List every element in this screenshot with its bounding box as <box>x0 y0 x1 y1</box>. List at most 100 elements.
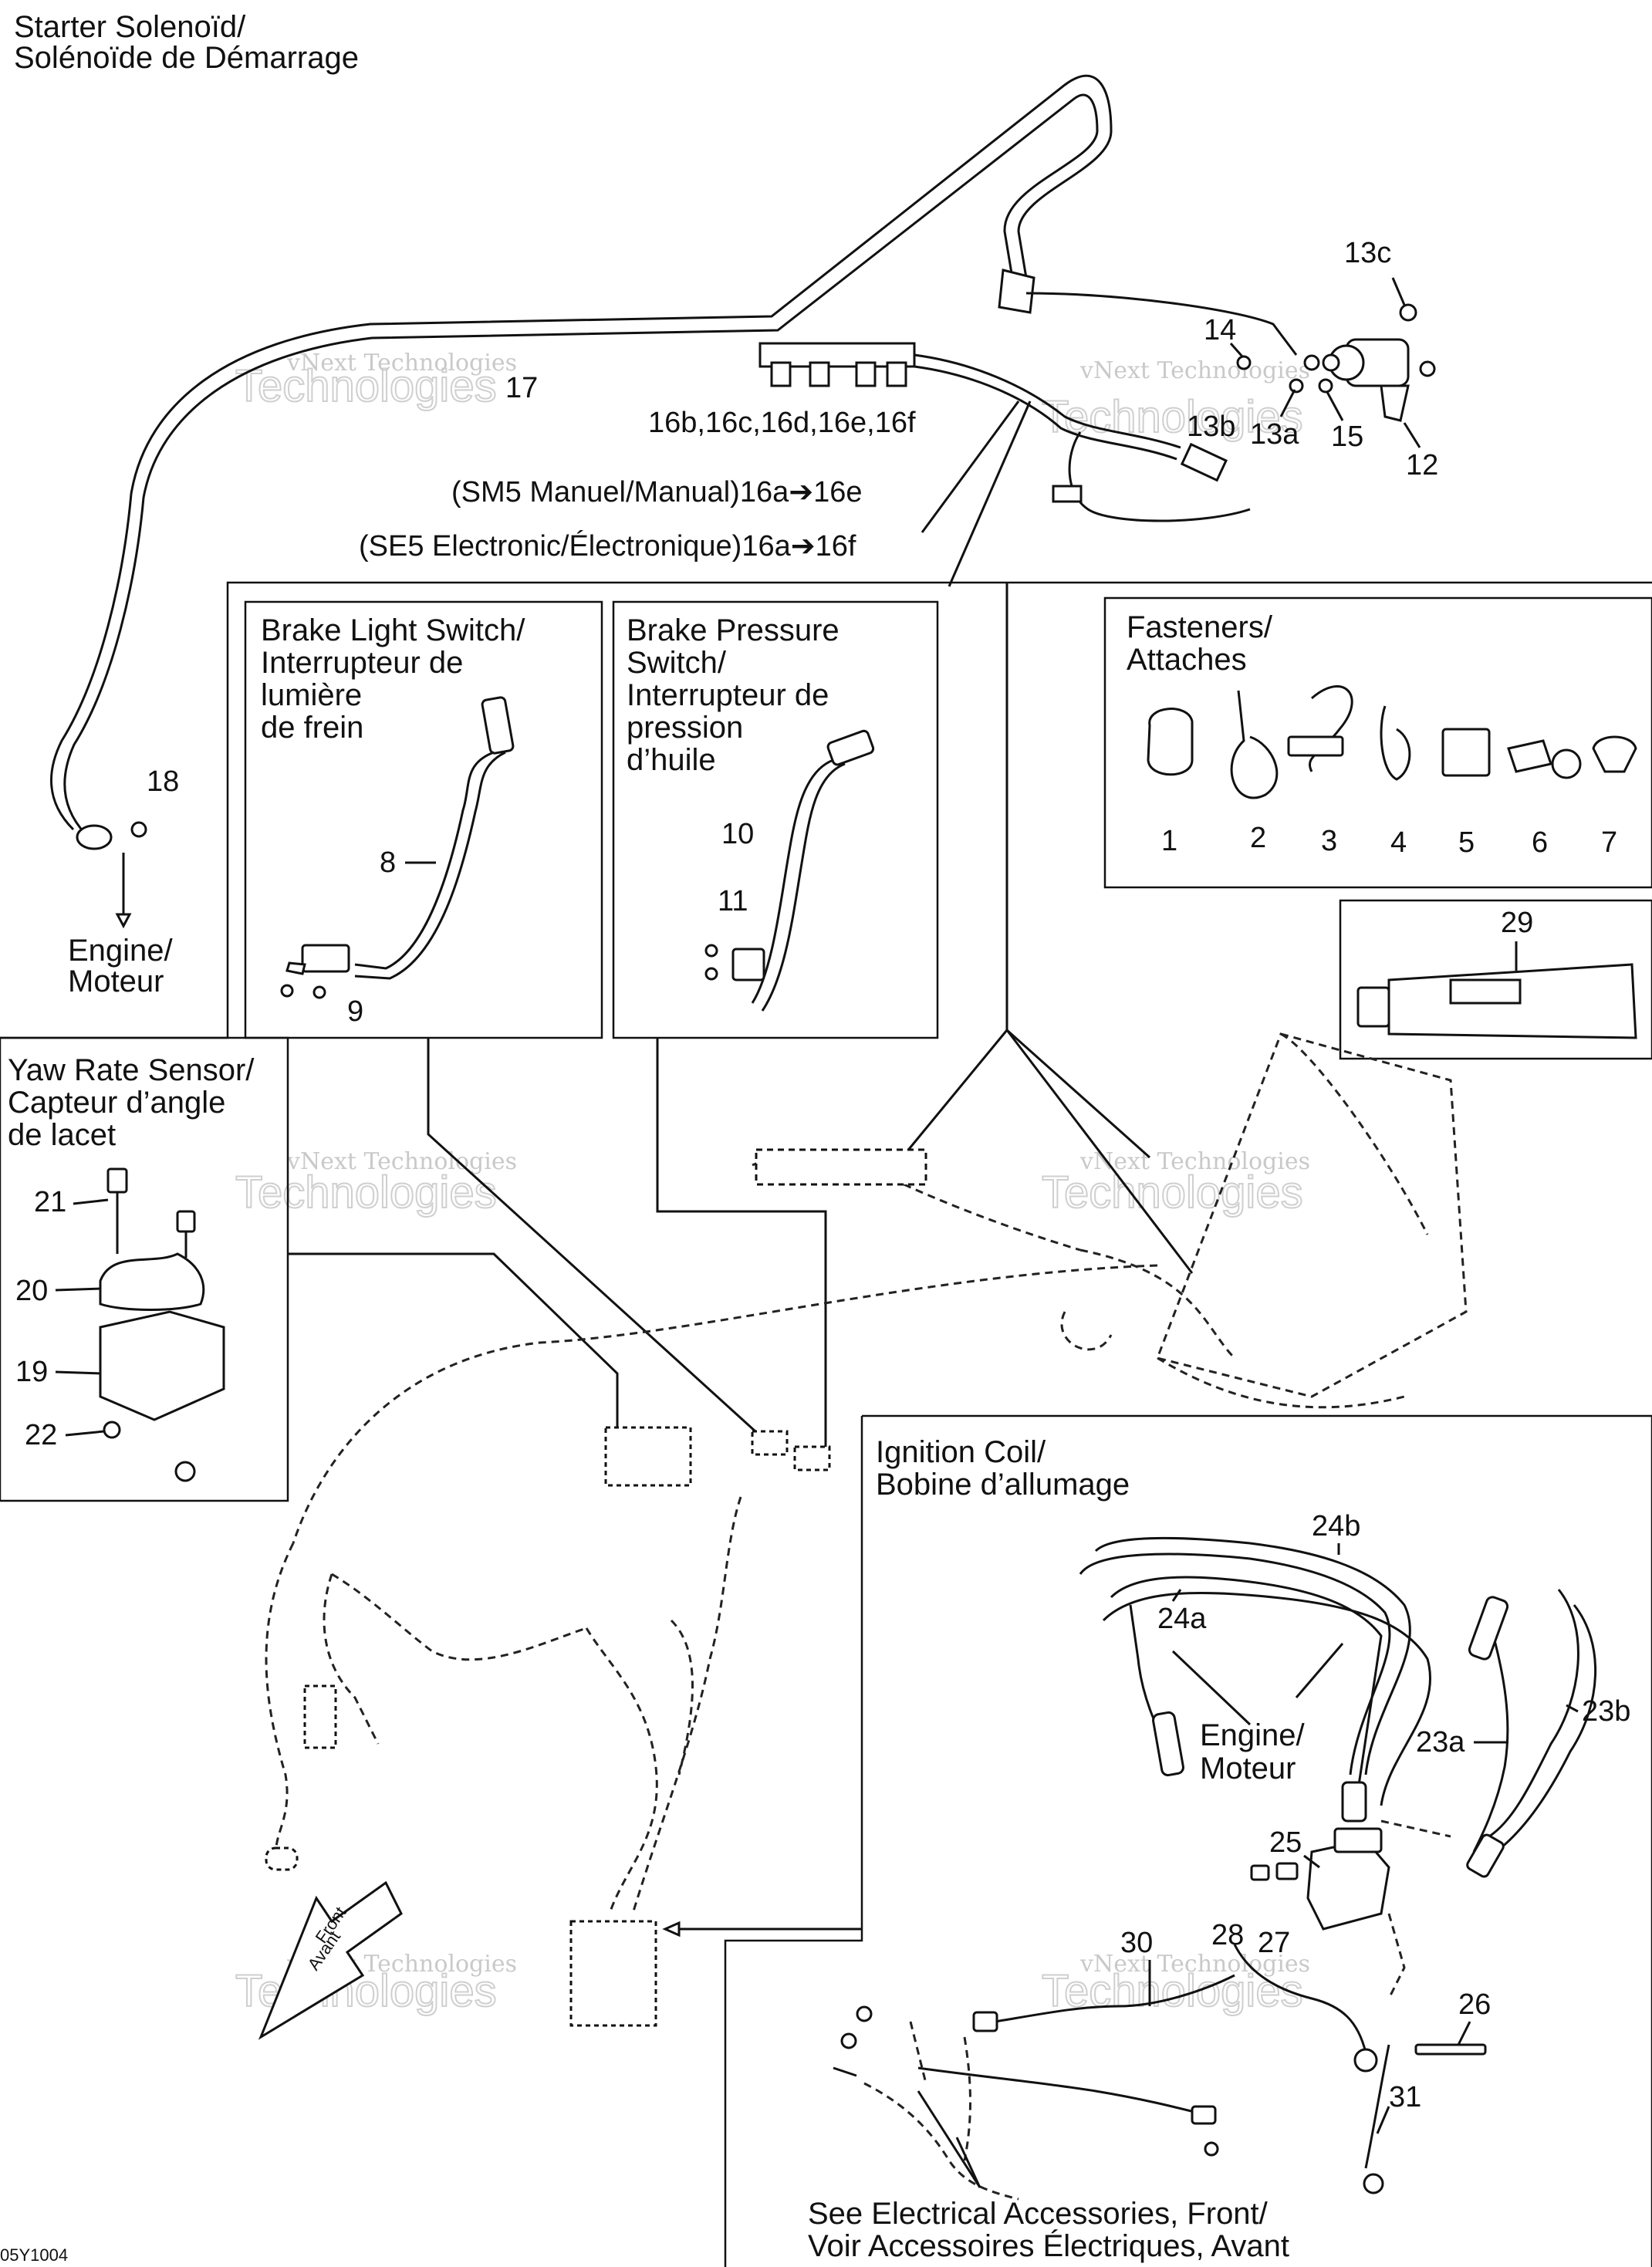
starter-solenoid-title: Starter Solenoïd/ <box>14 10 246 44</box>
fasteners-title-1: Fasteners/ <box>1127 610 1273 644</box>
leader-brake-pressure-to-harness <box>656 1038 827 1447</box>
main-harness-drawing <box>265 1032 1468 2027</box>
section-divider <box>0 581 1652 1039</box>
leader-engine-coil-1 <box>1171 1650 1252 1726</box>
yaw-rate-sensor-title-3: de lacet <box>8 1118 116 1152</box>
watermark-text: vNext Technologies <box>286 350 517 377</box>
leader-16 <box>921 400 1020 533</box>
watermark-text: vNext Technologies <box>1079 1951 1310 1978</box>
starter-solenoid-subtitle: Solénoïde de Démarrage <box>14 41 359 75</box>
callout-9: 9 <box>347 995 363 1028</box>
leader-26 <box>1457 2021 1471 2046</box>
yaw-rate-sensor-title-1: Yaw Rate Sensor/ <box>8 1053 255 1087</box>
leader-22 <box>65 1430 105 1437</box>
callout-26: 26 <box>1458 1988 1491 2021</box>
watermark-text: vNext Technologies <box>286 1148 517 1175</box>
leader-brake-light-to-harness <box>427 1038 765 1441</box>
leader-19 <box>55 1370 101 1375</box>
leader-23b <box>1566 1704 1579 1713</box>
callout-1: 1 <box>1161 825 1177 857</box>
brake-pressure-switch-title-1: Brake Pressure <box>627 613 840 647</box>
fasteners-title-2: Attaches <box>1127 643 1247 677</box>
callout-5: 5 <box>1458 826 1475 859</box>
brake-light-switch-title-4: de frein <box>261 711 363 745</box>
callout-12: 12 <box>1406 449 1438 481</box>
callout-24a: 24a <box>1157 1603 1207 1635</box>
callout-16-harness: 16b,16c,16d,16e,16f <box>648 407 916 439</box>
ignition-coil-box <box>724 1414 1652 2267</box>
starter-solenoid-drawing <box>1236 303 1436 422</box>
leader-see-accessories-2 <box>955 2137 981 2188</box>
watermark-large: Technologies <box>235 361 497 411</box>
leader-20 <box>55 1287 101 1292</box>
brake-pressure-switch-title-4: pression <box>627 711 743 745</box>
label-sm5: (SM5 Manuel/Manual)16a➔16e <box>451 476 862 508</box>
ground-wires-drawing <box>833 1944 1487 2201</box>
callout-8: 8 <box>380 846 396 879</box>
callout-23a: 23a <box>1416 1726 1465 1759</box>
leader-21 <box>73 1198 109 1205</box>
ignition-coil-drawing <box>1250 1819 1451 1999</box>
label-se5: (SE5 Electronic/Électronique)16a➔16f <box>359 529 856 563</box>
callout-6: 6 <box>1532 826 1548 859</box>
fasteners-drawing <box>1147 685 1637 799</box>
ignition-coil-title-2: Bobine d’allumage <box>876 1468 1130 1502</box>
callout-31: 31 <box>1389 2081 1421 2113</box>
leader-24a <box>1171 1589 1182 1602</box>
leader-fastener-branch-1 <box>897 1029 1008 1162</box>
callout-29: 29 <box>1501 907 1533 939</box>
callout-19: 19 <box>15 1356 48 1388</box>
brake-pressure-switch-title-3: Interrupteur de <box>627 678 829 712</box>
label-see-accessories-1: See Electrical Accessories, Front/ <box>808 2197 1269 2231</box>
callout-13a: 13a <box>1250 418 1299 451</box>
brake-pressure-switch-drawing <box>704 729 875 1012</box>
callout-22: 22 <box>25 1419 57 1451</box>
ignition-wires-drawing <box>1079 1536 1597 1878</box>
brake-pressure-switch-title-5: d’huile <box>627 743 716 777</box>
label-engine-top-2: Moteur <box>68 965 164 998</box>
ignition-coil-title-1: Ignition Coil/ <box>876 1435 1046 1469</box>
callout-14: 14 <box>1204 314 1236 346</box>
brake-pressure-switch-title-2: Switch/ <box>627 646 727 680</box>
cable-17-terminal <box>76 824 113 850</box>
watermark-text: vNext Technologies <box>1079 357 1310 384</box>
front-arrow: Front Avant <box>258 1880 403 2040</box>
callout-28: 28 <box>1211 1919 1244 1951</box>
brake-light-switch-title-3: lumière <box>261 678 362 712</box>
leader-13c <box>1391 277 1406 306</box>
callout-15: 15 <box>1331 421 1363 453</box>
callout-2: 2 <box>1250 822 1266 854</box>
callout-25: 25 <box>1269 1826 1302 1859</box>
callout-4: 4 <box>1390 826 1407 859</box>
callout-23b: 23b <box>1582 1695 1630 1728</box>
callout-30: 30 <box>1120 1927 1153 1959</box>
yaw-rate-sensor-title-2: Capteur d’angle <box>8 1086 225 1120</box>
label-see-accessories-2: Voir Accessoires Électriques, Avant <box>808 2228 1289 2263</box>
brake-light-switch-title-2: Interrupteur de <box>261 646 463 680</box>
brake-light-switch-title-1: Brake Light Switch/ <box>261 613 525 647</box>
leader-13a <box>1279 389 1296 417</box>
leader-12 <box>1403 422 1421 448</box>
callout-3: 3 <box>1321 825 1337 857</box>
yaw-rate-sensor-box <box>0 1036 289 1502</box>
leader-yaw-to-harness <box>288 1252 619 1431</box>
callout-11: 11 <box>718 885 748 917</box>
label-engine-top-1: Engine/ <box>68 934 174 968</box>
leader-cable-to-solenoid <box>1025 292 1298 356</box>
leader-15 <box>1326 391 1344 421</box>
callout-10: 10 <box>721 818 754 850</box>
callout-13c: 13c <box>1344 237 1391 269</box>
leader-25 <box>1303 1854 1320 1869</box>
nut-18 <box>130 821 147 838</box>
leader-fastener-branch-3 <box>1005 1029 1194 1274</box>
leader-31 <box>1376 2106 1390 2134</box>
watermark-large: Technologies <box>235 1167 497 1218</box>
leader-see-accessories-1 <box>917 2090 981 2188</box>
compound-tube-drawing <box>1356 963 1637 1039</box>
brake-light-switch-box <box>244 600 603 1039</box>
callout-17: 17 <box>505 372 538 404</box>
figure-id: 05Y1004 <box>0 2245 68 2265</box>
callout-18: 18 <box>147 765 179 798</box>
callout-13b: 13b <box>1187 410 1235 443</box>
callout-27: 27 <box>1258 1927 1290 1959</box>
